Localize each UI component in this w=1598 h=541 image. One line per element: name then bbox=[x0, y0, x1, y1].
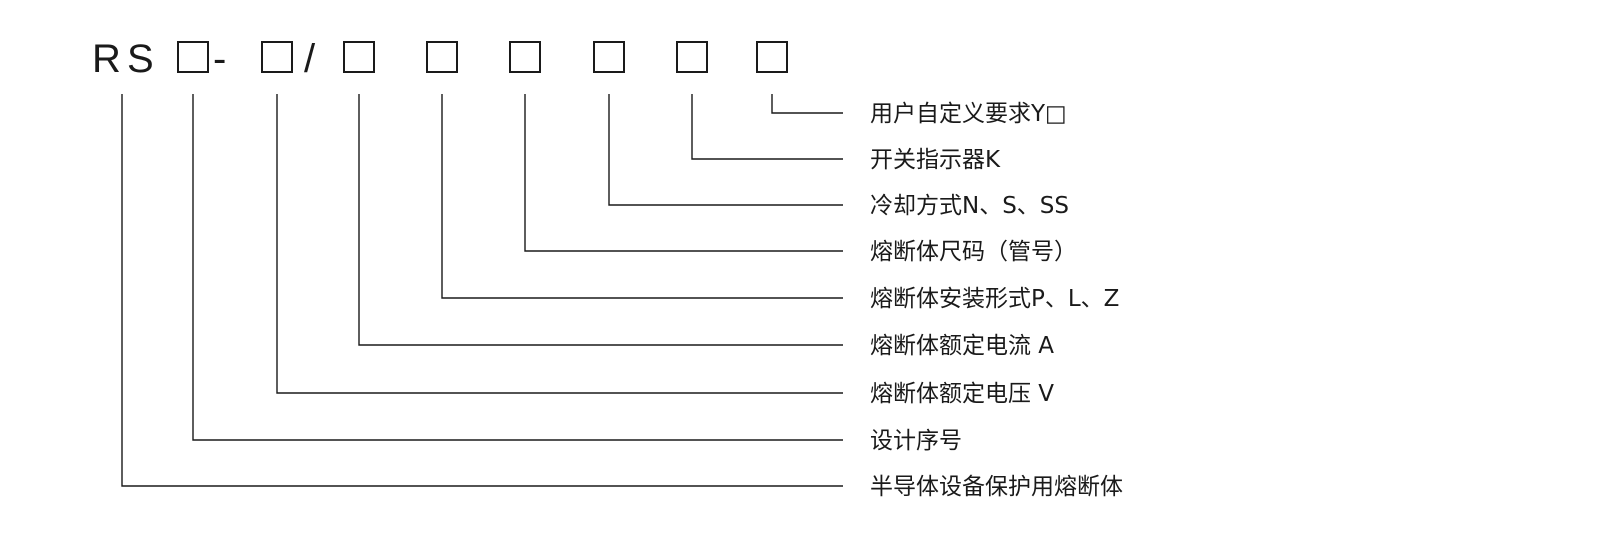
leader-line-cooling-method bbox=[608, 94, 843, 206]
label-user-defined: 用户自定义要求Y□ bbox=[870, 101, 1067, 127]
label-switch-indicator: 开关指示器K bbox=[870, 147, 1001, 173]
code-letter-r: R bbox=[92, 37, 121, 81]
code-separator-slash: / bbox=[304, 37, 316, 81]
leader-line-switch-indicator bbox=[691, 94, 843, 160]
leader-line-series bbox=[121, 94, 843, 487]
label-mounting-type: 熔断体安装形式P、L、Z bbox=[870, 286, 1119, 312]
label-rated-voltage: 熔断体额定电压 V bbox=[870, 381, 1054, 407]
label-fuse-size: 熔断体尺码（管号） bbox=[870, 239, 1077, 265]
code-box-mounting-type bbox=[426, 41, 458, 73]
leader-line-design-number bbox=[192, 94, 843, 441]
code-box-fuse-size bbox=[509, 41, 541, 73]
label-rated-current: 熔断体额定电流 A bbox=[870, 333, 1054, 359]
model-code-row: R S - / bbox=[92, 37, 788, 81]
leader-line-mounting-type bbox=[441, 94, 843, 299]
code-box-user-defined bbox=[756, 41, 788, 73]
label-cooling-method: 冷却方式N、S、SS bbox=[870, 193, 1069, 219]
leader-line-fuse-size bbox=[524, 94, 843, 252]
code-box-cooling-method bbox=[593, 41, 625, 73]
label-design-number: 设计序号 bbox=[870, 428, 962, 454]
field-labels: 用户自定义要求Y□ 开关指示器K 冷却方式N、S、SS 熔断体尺码（管号） 熔断… bbox=[870, 101, 1123, 500]
leader-line-user-defined bbox=[771, 94, 843, 114]
code-box-rated-voltage bbox=[261, 41, 293, 73]
leader-lines bbox=[121, 94, 843, 487]
code-separator-dash: - bbox=[213, 37, 226, 81]
label-series: 半导体设备保护用熔断体 bbox=[870, 474, 1123, 500]
code-box-rated-current bbox=[343, 41, 375, 73]
leader-line-rated-current bbox=[358, 94, 843, 346]
code-box-switch-indicator bbox=[676, 41, 708, 73]
code-letter-s: S bbox=[127, 37, 154, 81]
leader-line-rated-voltage bbox=[276, 94, 843, 394]
code-box-design-number bbox=[177, 41, 209, 73]
